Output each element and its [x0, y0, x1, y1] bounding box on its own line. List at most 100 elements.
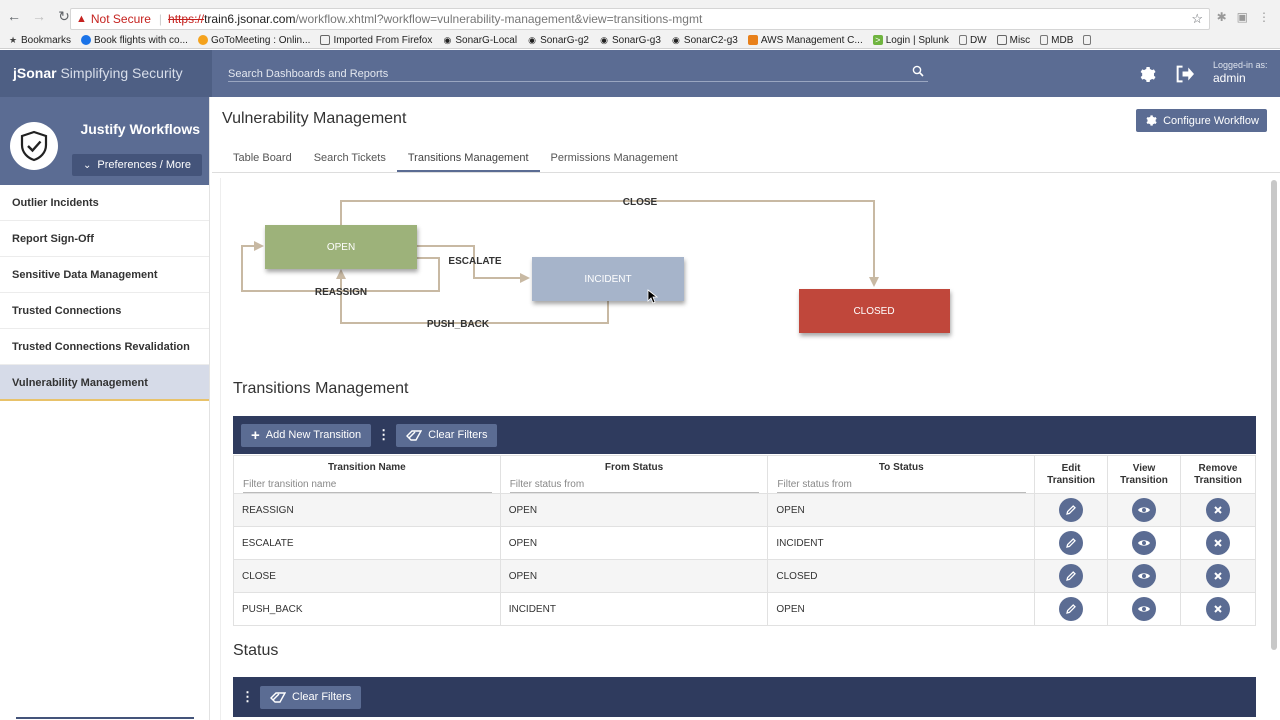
- cell-from-status: OPEN: [499, 493, 769, 527]
- sidebar-item-sensitive-data-management[interactable]: Sensitive Data Management: [0, 257, 209, 293]
- sidebar-item-vulnerability-management[interactable]: Vulnerability Management: [0, 365, 209, 401]
- reassign-label: REASSIGN: [315, 287, 367, 298]
- sonar-icon: ◉: [600, 35, 608, 45]
- push-back-label: PUSH_BACK: [427, 319, 490, 330]
- sidebar-item-trusted-connections-revalidation[interactable]: Trusted Connections Revalidation: [0, 329, 209, 365]
- state-incident[interactable]: INCIDENT: [532, 257, 684, 301]
- clear-filters-button[interactable]: Clear Filters: [396, 423, 498, 447]
- close-transition-arrow: [340, 200, 879, 287]
- sidebar-header: Justify Workflows ⌄ Preferences / More: [0, 97, 209, 185]
- search-input[interactable]: [228, 65, 898, 83]
- bookmark-item[interactable]: Misc: [996, 35, 1030, 46]
- add-transition-button[interactable]: + Add New Transition: [241, 423, 372, 447]
- bookmark-item[interactable]: ◉SonarC2-g3: [671, 34, 738, 46]
- view-transition-button[interactable]: [1132, 597, 1156, 621]
- bookmark-item[interactable]: >Login | Splunk: [872, 35, 949, 46]
- bookmark-item[interactable]: [1083, 35, 1094, 45]
- search-icon[interactable]: [912, 65, 924, 77]
- bookmark-item[interactable]: AWS Management C...: [747, 35, 863, 46]
- settings-gear-icon[interactable]: [1137, 65, 1156, 84]
- view-transition-button[interactable]: [1132, 498, 1156, 522]
- cell-to-status: INCIDENT: [767, 526, 1036, 560]
- edit-transition-button[interactable]: [1059, 564, 1084, 588]
- workflow-diagram: OPEN INCIDENT CLOSED CLOSE ESCALATE REAS…: [241, 197, 950, 333]
- bookmark-item[interactable]: ★Bookmarks: [8, 34, 72, 46]
- remove-transition-button[interactable]: [1205, 564, 1230, 588]
- back-arrow-icon[interactable]: ←: [7, 8, 21, 24]
- table-row: PUSH_BACK INCIDENT OPEN: [233, 592, 1257, 626]
- view-transition-button[interactable]: [1132, 564, 1156, 588]
- not-secure-label: Not Secure: [90, 12, 151, 26]
- state-closed[interactable]: CLOSED: [799, 289, 950, 333]
- preferences-button[interactable]: ⌄ Preferences / More: [72, 154, 202, 176]
- cell-from-status: INCIDENT: [499, 592, 769, 626]
- plus-icon: +: [251, 426, 260, 444]
- extension-icon[interactable]: ▣: [1236, 10, 1248, 24]
- search-bar: [228, 64, 928, 83]
- sidebar-item-outlier-incidents[interactable]: Outlier Incidents: [0, 185, 209, 221]
- edit-transition-button[interactable]: [1059, 597, 1084, 621]
- tab-table-board[interactable]: Table Board: [233, 152, 292, 164]
- tab-transitions-management[interactable]: Transitions Management: [396, 145, 540, 172]
- extension-icon[interactable]: ✱: [1216, 10, 1227, 24]
- column-to-status[interactable]: To Status Filter status from: [767, 455, 1036, 494]
- pencil-icon: [1066, 571, 1076, 581]
- bookmark-item[interactable]: GoToMeeting : Onlin...: [197, 35, 310, 46]
- svg-text:OPEN: OPEN: [327, 242, 355, 253]
- warning-icon: ▲: [76, 13, 87, 25]
- remove-transition-button[interactable]: [1205, 498, 1230, 522]
- cell-from-status: OPEN: [499, 526, 769, 560]
- bookmark-item[interactable]: Book flights with co...: [81, 35, 188, 46]
- tab-search-tickets[interactable]: Search Tickets: [313, 152, 386, 164]
- tabs-divider: [212, 172, 1280, 173]
- folder-icon: [996, 35, 1007, 45]
- pencil-icon: [1066, 505, 1076, 515]
- vertical-scrollbar[interactable]: [1271, 180, 1277, 650]
- eye-icon: [1138, 540, 1150, 546]
- sidebar-item-report-sign-off[interactable]: Report Sign-Off: [0, 221, 209, 257]
- menu-icon[interactable]: ⋮: [1258, 10, 1270, 24]
- address-bar[interactable]: ▲ Not Secure | https:// train6.jsonar.co…: [70, 8, 1210, 30]
- filter-to-status-input[interactable]: Filter status from: [777, 479, 1027, 493]
- workflow-logo: [10, 122, 58, 170]
- splunk-icon: >: [872, 35, 883, 45]
- logged-in-user[interactable]: admin: [1213, 71, 1246, 85]
- eraser-icon: [270, 691, 286, 703]
- bookmark-item[interactable]: ◉SonarG-g3: [600, 34, 661, 46]
- forward-arrow-icon[interactable]: →: [32, 8, 46, 24]
- close-x-icon: [1214, 506, 1222, 514]
- cell-transition-name: REASSIGN: [233, 493, 501, 527]
- status-clear-filters-button[interactable]: Clear Filters: [260, 685, 362, 709]
- logout-icon[interactable]: [1175, 65, 1195, 83]
- sidebar-item-trusted-connections[interactable]: Trusted Connections: [0, 293, 209, 329]
- column-transition-name[interactable]: Transition Name Filter transition name: [233, 455, 501, 494]
- bookmark-star-icon[interactable]: ☆: [1191, 11, 1203, 26]
- sonar-icon: ◉: [443, 35, 452, 45]
- close-x-icon: [1214, 605, 1222, 613]
- state-open[interactable]: OPEN: [265, 225, 417, 269]
- bookmark-item[interactable]: MDB: [1040, 35, 1073, 46]
- close-label: CLOSE: [623, 197, 658, 208]
- brand-logo[interactable]: jSonar Simplifying Security: [0, 50, 212, 97]
- filter-from-status-input[interactable]: Filter status from: [509, 479, 760, 493]
- transitions-toolbar: + Add New Transition ⋮ Clear Filters: [233, 416, 1256, 454]
- view-transition-button[interactable]: [1132, 531, 1156, 555]
- bookmark-item[interactable]: ◉SonarG-g2: [528, 34, 589, 46]
- remove-transition-button[interactable]: [1205, 531, 1230, 555]
- tab-permissions-management[interactable]: Permissions Management: [550, 152, 678, 164]
- configure-workflow-button[interactable]: Configure Workflow: [1136, 109, 1267, 132]
- bookmark-item[interactable]: Imported From Firefox: [320, 35, 432, 46]
- bookmark-item[interactable]: DW: [958, 35, 987, 46]
- more-options-icon[interactable]: ⋮: [377, 427, 391, 442]
- filter-transition-name-input[interactable]: Filter transition name: [243, 479, 492, 493]
- reload-icon[interactable]: ↻: [58, 7, 70, 24]
- eye-icon: [1138, 573, 1150, 579]
- remove-transition-button[interactable]: [1205, 597, 1230, 621]
- edit-transition-button[interactable]: [1059, 531, 1084, 555]
- column-from-status[interactable]: From Status Filter status from: [499, 455, 769, 494]
- bookmark-item[interactable]: ◉SonarG-Local: [443, 34, 518, 46]
- edit-transition-button[interactable]: [1059, 498, 1084, 522]
- cell-from-status: OPEN: [499, 559, 769, 593]
- more-options-icon[interactable]: ⋮: [241, 689, 254, 704]
